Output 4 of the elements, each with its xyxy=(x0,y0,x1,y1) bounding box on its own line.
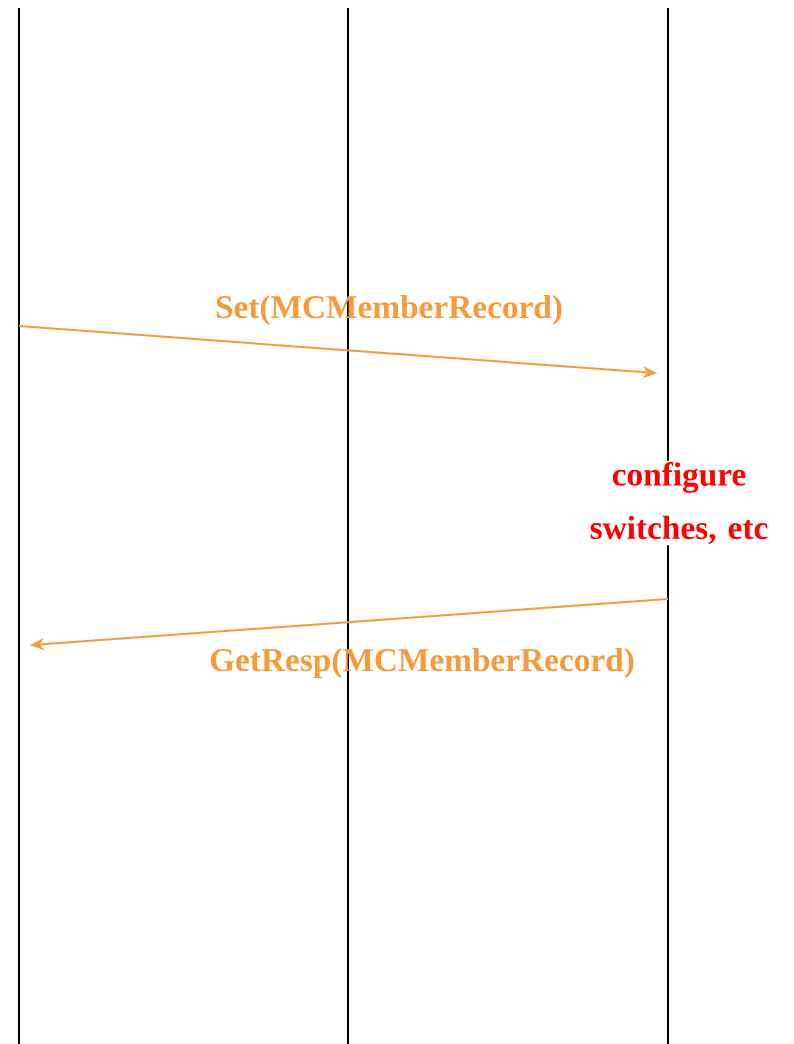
note-text: configure switches, etc xyxy=(590,462,768,544)
lifeline xyxy=(347,7,349,1044)
lifeline xyxy=(667,7,669,1044)
lifeline xyxy=(18,7,20,1044)
